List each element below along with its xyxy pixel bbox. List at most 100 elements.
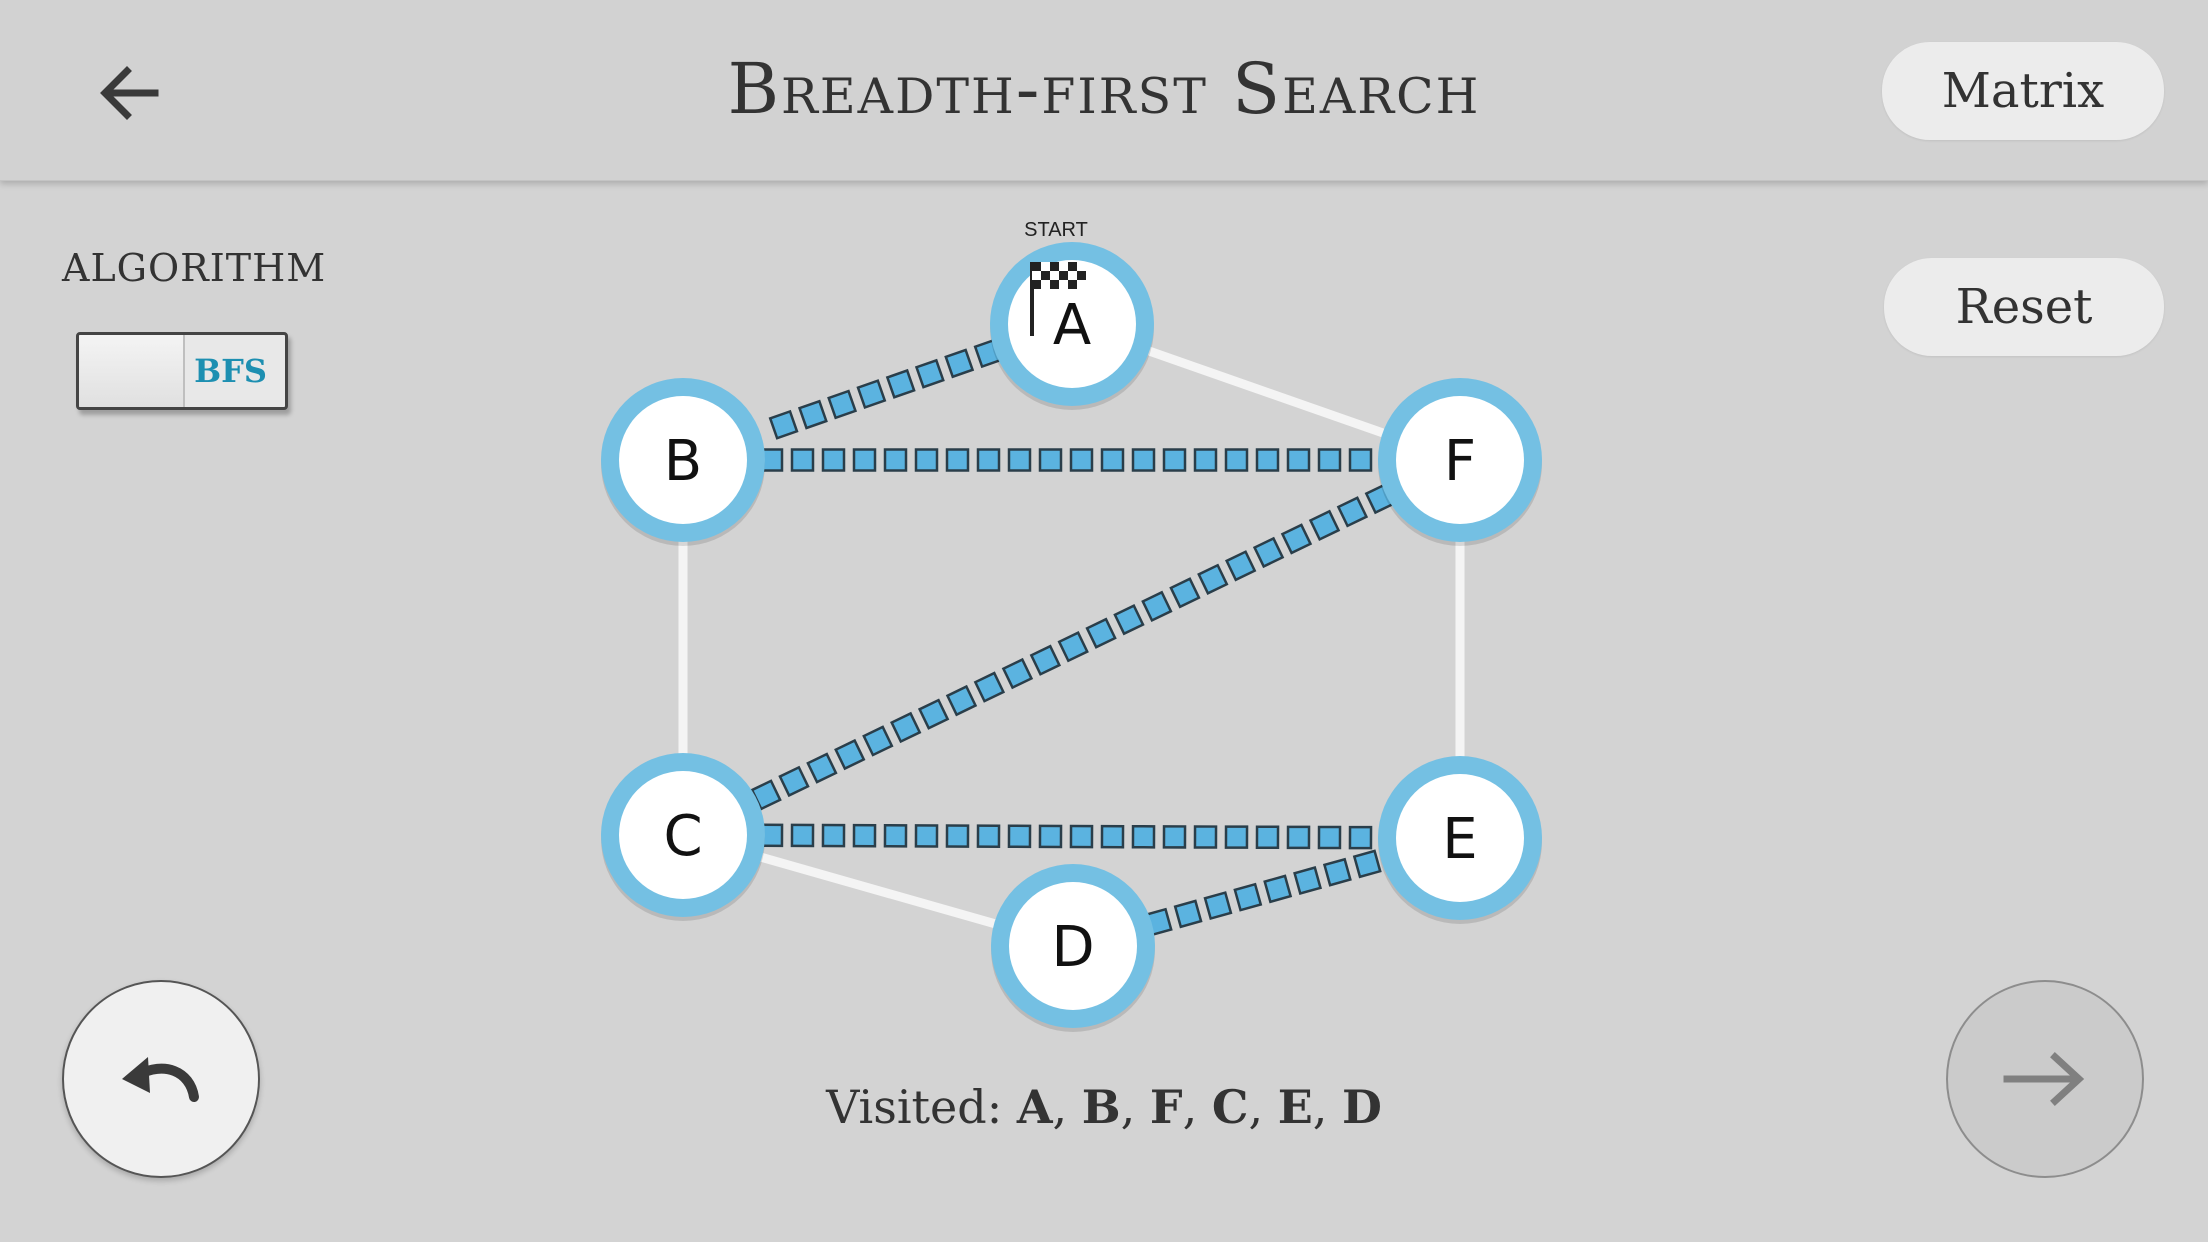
traversed-edge-segment: [768, 409, 799, 440]
undo-icon: [122, 1057, 199, 1102]
flag-cell: [1068, 271, 1077, 280]
traversed-edge-segment: [914, 824, 939, 848]
matrix-button[interactable]: Matrix: [1882, 42, 2164, 140]
graph-node-c[interactable]: C: [601, 753, 765, 921]
graph-node-b[interactable]: B: [601, 378, 765, 546]
flag-cell: [1050, 271, 1059, 280]
traversed-edge-segment: [883, 824, 908, 848]
graph-node-e[interactable]: E: [1378, 756, 1542, 924]
traversed-edge-segment: [1280, 523, 1313, 555]
node-core: [1396, 396, 1524, 524]
traversed-edge-segment: [1322, 857, 1352, 887]
flag-cell: [1050, 280, 1059, 289]
back-button[interactable]: [88, 52, 170, 134]
flag-pole: [1030, 262, 1034, 336]
traversed-edge-segment: [827, 389, 858, 420]
traversed-edge-segment: [1224, 550, 1257, 582]
traversed-edge-segment: [1131, 824, 1156, 849]
traversed-edge-segment: [1057, 631, 1089, 663]
traversed-edge-segment: [1100, 448, 1125, 472]
edge-c-e-traversed: [759, 823, 1373, 850]
traversed-edge-segment: [1293, 866, 1323, 896]
traversed-edge-segment: [821, 448, 846, 472]
traversed-edge-segment: [1141, 590, 1173, 623]
algorithm-toggle[interactable]: BFS: [76, 332, 288, 410]
flag-cell: [1032, 280, 1041, 289]
traversed-edge-segment: [1197, 563, 1229, 595]
node-core: [619, 771, 747, 899]
traversed-edge-segment: [806, 752, 838, 784]
traversed-edge-segment: [1029, 644, 1062, 676]
traversed-edge-segment: [1203, 891, 1233, 921]
traversed-edge-segment: [1317, 825, 1342, 850]
visited-node: A: [1016, 1080, 1053, 1134]
flag-cell: [1068, 280, 1077, 289]
traversed-edge-segment: [1193, 825, 1218, 849]
flag-cell: [1041, 262, 1050, 271]
flag-cell: [1050, 262, 1059, 271]
traversed-edge-segment: [1100, 824, 1125, 849]
node-core: [619, 396, 747, 524]
traversed-edge-segment: [1038, 448, 1063, 472]
traversed-edge-segment: [1069, 824, 1094, 849]
edge-a-b-traversed: [768, 338, 1004, 440]
traversed-edge-segment: [1007, 824, 1032, 849]
graph-node-d[interactable]: D: [991, 864, 1155, 1032]
visited-separator: ,: [1312, 1080, 1343, 1134]
traversed-edge-segment: [1131, 448, 1156, 472]
traversed-edge-segment: [862, 725, 894, 757]
visited-node: B: [1081, 1080, 1121, 1134]
visited-separator: ,: [1120, 1080, 1150, 1134]
traversed-edge-segment: [885, 368, 916, 399]
reset-button[interactable]: Reset: [1884, 258, 2164, 356]
traversed-edge-segment: [1286, 448, 1311, 472]
traversed-edge-segment: [973, 671, 1006, 703]
traversed-edge-segment: [945, 684, 978, 717]
checkered-flag-icon: [1030, 262, 1086, 336]
traversed-edge-segment: [1001, 657, 1034, 690]
traversed-edge-segment: [852, 823, 877, 848]
arrow-left-icon: [100, 66, 159, 120]
traversed-edge-segment: [790, 823, 815, 848]
edge-f-c-traversed: [750, 482, 1397, 811]
flag-cell: [1032, 262, 1041, 271]
algorithm-label: ALGORITHM: [62, 246, 327, 290]
start-marker: START: [1024, 219, 1088, 336]
graph-node-f[interactable]: F: [1378, 378, 1542, 546]
traversed-edge-segment: [914, 358, 945, 389]
node-label: E: [1442, 807, 1477, 872]
traversed-edge-segment: [1263, 874, 1293, 904]
visited-separator: ,: [1248, 1080, 1278, 1134]
visited-summary: Visited: A, B, F, C, E, D: [0, 1080, 2208, 1134]
flag-cell: [1032, 271, 1041, 280]
visited-separator: ,: [1052, 1080, 1082, 1134]
node-label: C: [663, 804, 702, 869]
traversed-edge-segment: [1286, 825, 1311, 850]
graph-edges: [678, 319, 1465, 951]
visited-prefix: Visited:: [826, 1080, 1017, 1134]
traversed-edge-segment: [1255, 448, 1280, 472]
app-header: Breadth-first Search Matrix: [0, 0, 2208, 181]
node-label: F: [1444, 429, 1476, 494]
node-label: D: [1051, 915, 1094, 980]
visited-node: C: [1211, 1080, 1249, 1134]
traversed-edge-segment: [1193, 448, 1218, 472]
traversed-edge-segment: [1113, 603, 1145, 636]
traversed-edge-segment: [944, 348, 975, 379]
flag-cell: [1041, 280, 1050, 289]
node-core: [1009, 882, 1137, 1010]
traversed-edge-segment: [917, 698, 950, 730]
traversed-edge-segment: [1169, 577, 1201, 609]
flag-cell: [1059, 262, 1068, 271]
traversed-edge-segment: [914, 448, 939, 472]
undo-button[interactable]: [62, 980, 260, 1178]
traversed-edge-segment: [1038, 824, 1063, 849]
traversed-edge-segment: [883, 448, 908, 472]
arrow-right-icon: [2003, 1052, 2085, 1106]
traversed-edge-segment: [790, 448, 815, 472]
traversed-edge-segment: [1308, 509, 1341, 542]
traversed-edge-segment: [1224, 448, 1249, 472]
traversed-edge-segment: [856, 379, 887, 410]
traversed-edge-segment: [821, 823, 846, 848]
next-button[interactable]: [1946, 980, 2144, 1178]
